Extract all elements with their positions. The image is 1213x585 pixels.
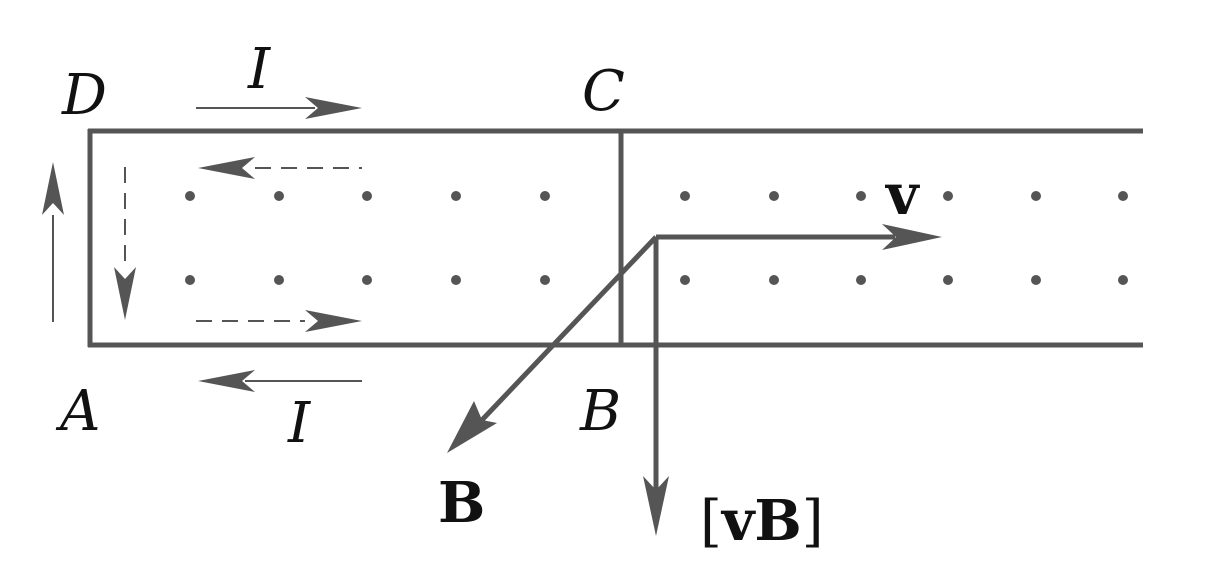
induced-top-arrow [198,157,362,179]
field-dot [856,275,866,285]
label-D: D [61,63,107,128]
field-dot [451,275,461,285]
label-vb-open: [ [700,489,722,554]
field-dot [362,275,372,285]
field-dot [540,275,550,285]
field-dot [1118,191,1128,201]
field-dot [362,191,372,201]
field-dot [274,191,284,201]
label-current-top: I [247,37,272,102]
field-dot [185,275,195,285]
label-current-bottom: I [287,391,312,456]
field-dot [943,191,953,201]
field-dot [856,191,866,201]
label-vb-close: ] [802,489,824,554]
label-vb: [vB] [700,488,824,554]
label-B-point: B [579,379,621,444]
current-bottom-arrow [198,370,362,392]
label-velocity: v [884,162,920,228]
induced-left-arrow [114,167,136,320]
field-vector [447,235,658,453]
field-dot [680,275,690,285]
current-left-arrow [42,162,64,322]
field-dot [1031,275,1041,285]
field-dot [185,191,195,201]
field-dots [185,191,1128,285]
field-dot [680,191,690,201]
field-dot [769,275,779,285]
vb-vector [643,237,669,536]
velocity-vector [656,224,942,250]
label-field: B [438,470,485,536]
induced-bottom-arrow [196,310,362,332]
label-vb-text: vB [720,488,802,554]
field-dot [274,275,284,285]
field-dot [540,191,550,201]
field-dot [769,191,779,201]
field-dot [943,275,953,285]
field-dot [1118,275,1128,285]
field-dot [451,191,461,201]
label-C: C [582,59,625,124]
label-A: A [55,379,100,444]
field-dot [1031,191,1041,201]
current-top-arrow [196,97,362,119]
